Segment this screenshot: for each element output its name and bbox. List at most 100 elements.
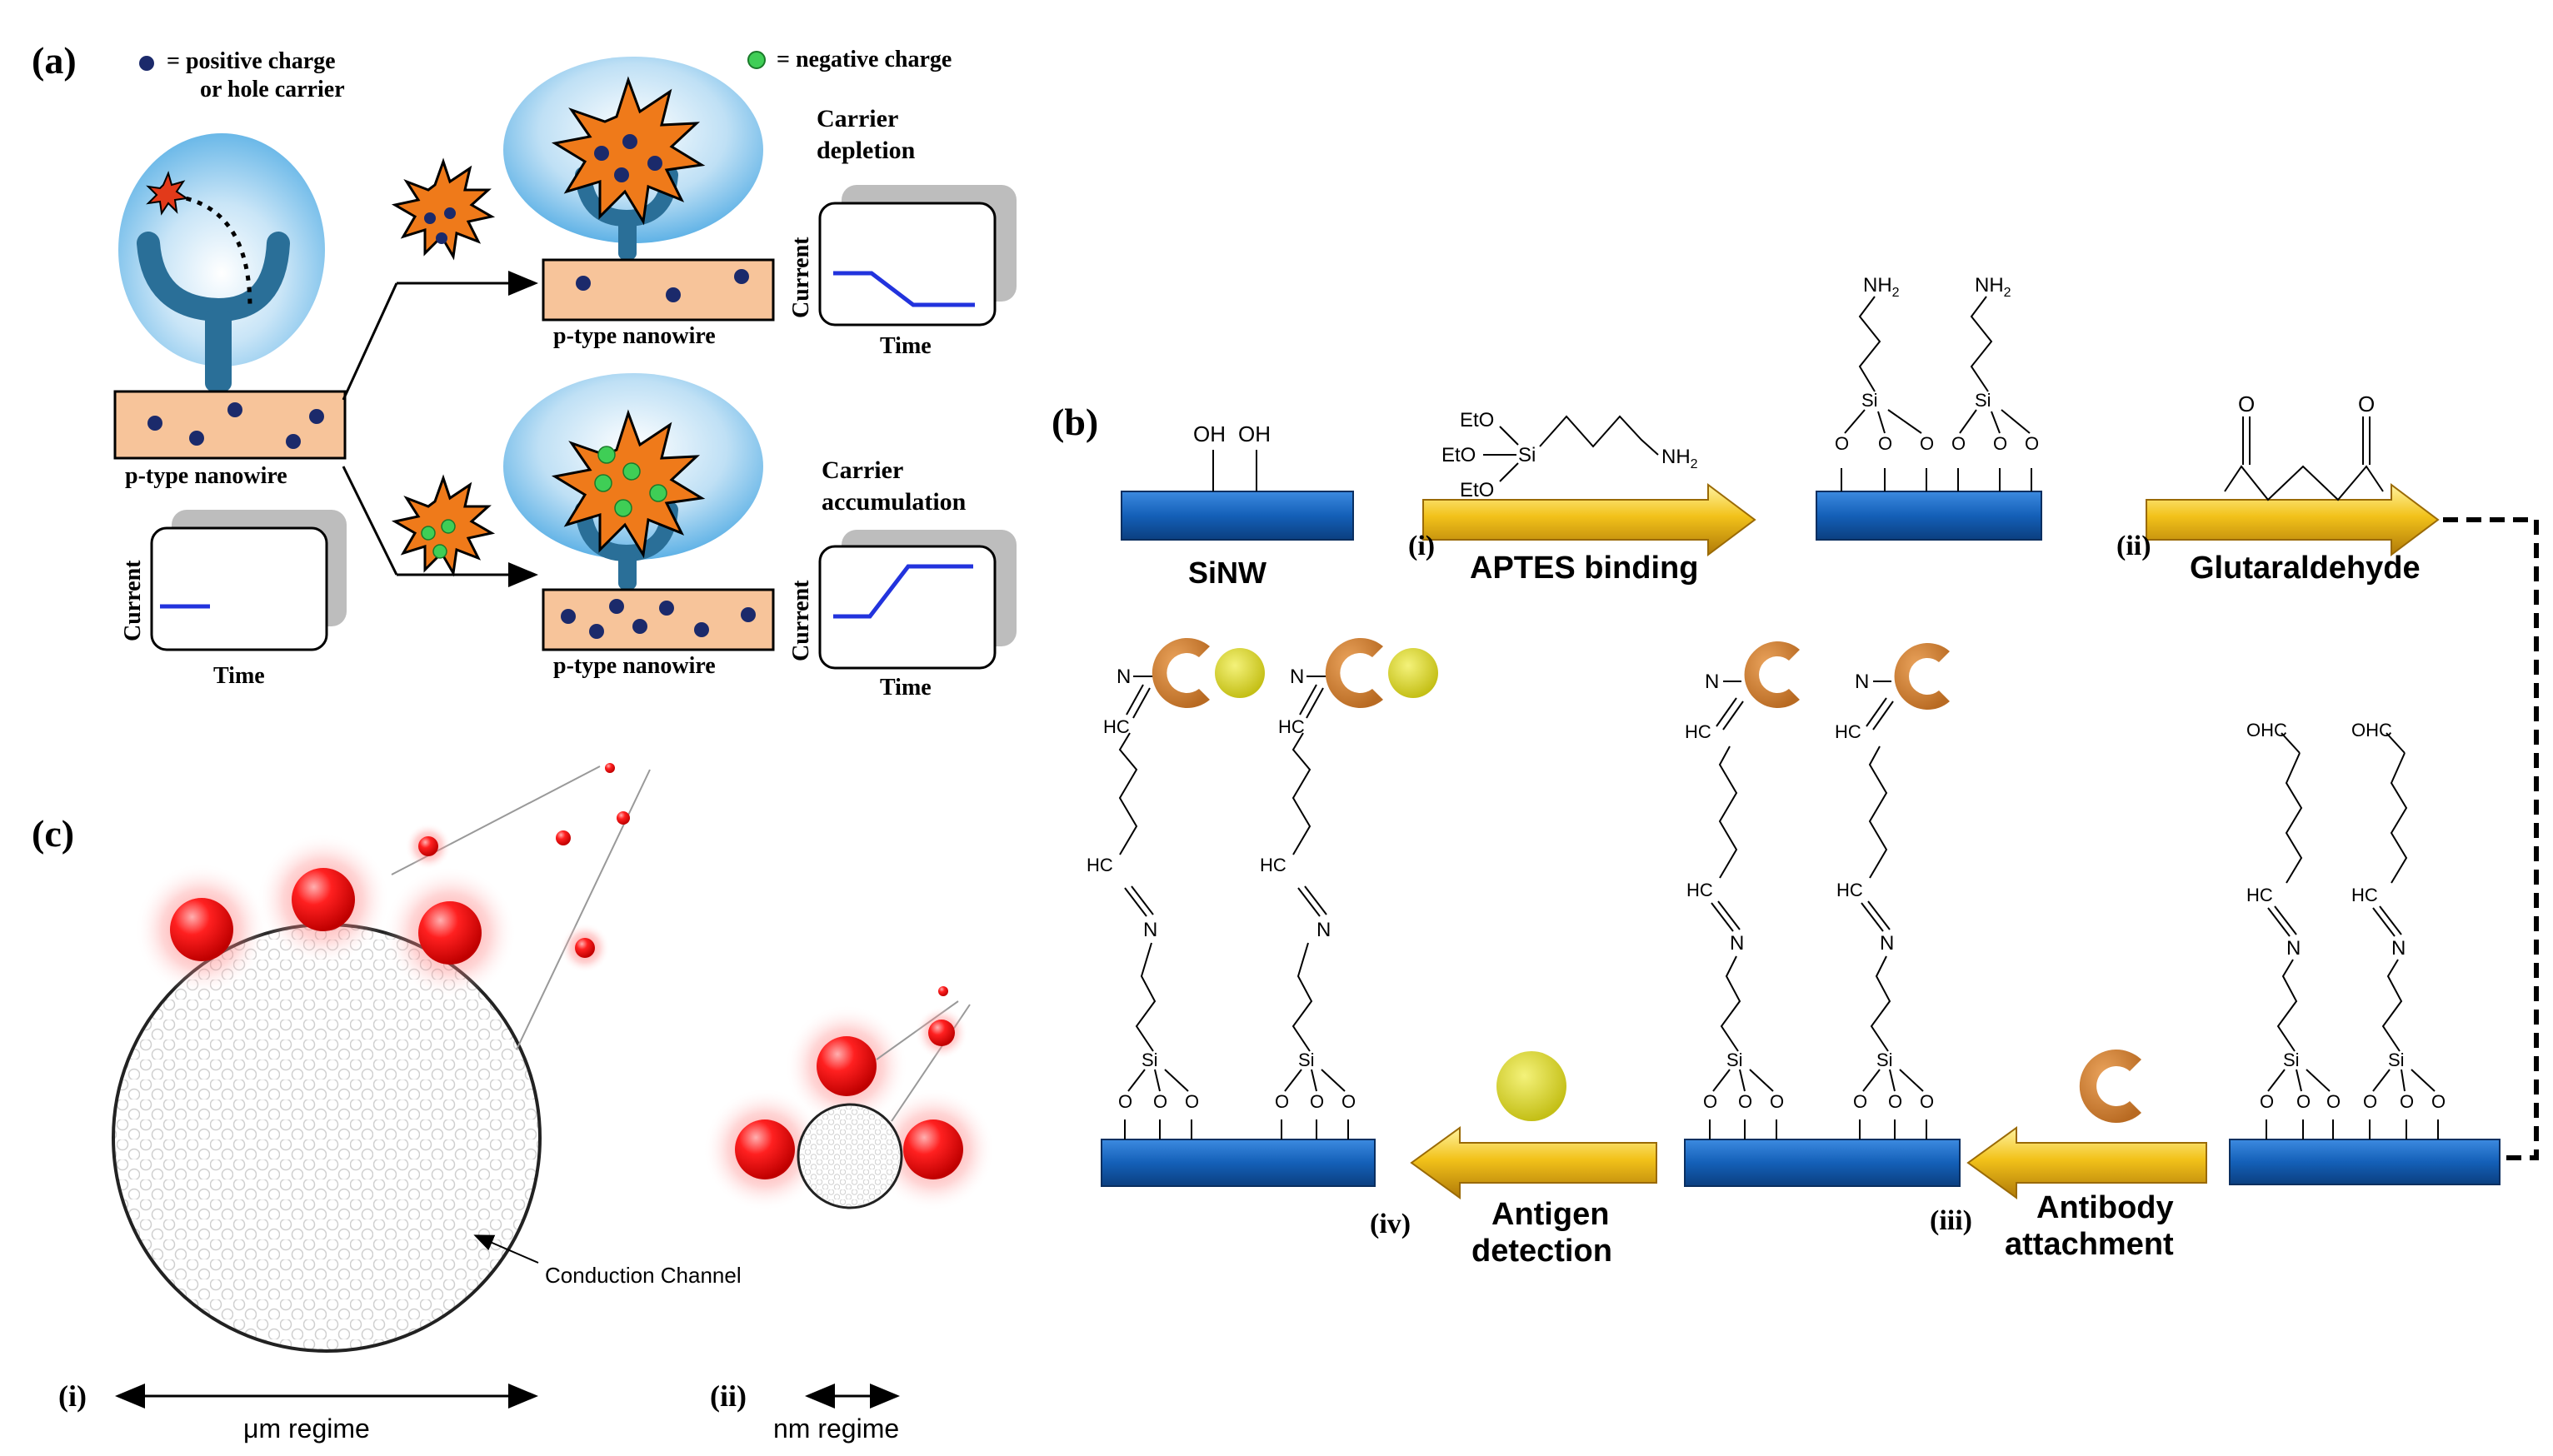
step-arrow-iv [1410,1126,1657,1199]
step-i-text: APTES binding [1470,551,1698,586]
graph-box-accumulation [818,545,997,670]
ab-linker-2: O O O Si N HC HC N [1835,643,1950,1139]
depletion-label-1: Carrier [817,105,898,132]
depletion-label-2: depletion [817,137,916,164]
svg-text:O: O [2025,433,2039,454]
aptes-linker-2: O O O Si NH2 [1951,274,2039,491]
analyte-path-dotted [162,192,252,309]
charge-ball [556,830,571,845]
svg-text:O: O [2238,391,2255,416]
svg-text:Si: Si [1975,390,1991,411]
hole-carrier [614,167,629,182]
um-regime-label: μm regime [243,1414,370,1444]
bond [1499,462,1519,482]
current-trace-accumulation [833,564,973,619]
svg-text:HC: HC [1835,721,1861,742]
svg-text:Si: Si [1726,1050,1743,1070]
svg-text:O: O [1951,433,1966,454]
negative-charge [432,544,447,559]
svg-text:O: O [2358,391,2375,416]
analyte-star-small [146,171,189,216]
svg-text:O: O [1738,1091,1752,1112]
svg-text:HC: HC [2246,885,2273,905]
charge-ball [575,938,595,958]
charge-ball [617,811,630,825]
step-label-iii: (iii) [1930,1205,1972,1236]
current-trace-depletion [833,271,975,307]
branch-arrow-bottom [342,466,398,576]
legend-negative: = negative charge [777,47,952,72]
charge-ball [418,901,482,965]
hole-carrier [694,622,709,637]
negative-charge [597,446,616,464]
bond [1499,426,1519,446]
hole-carrier [741,607,756,622]
step-iii-text-1: Antibody [2036,1190,2174,1225]
negative-charge [441,519,456,534]
svg-text:O: O [1835,433,1849,454]
ga-linker-1: O O O Si N HC OHC [2246,720,2341,1139]
step-label-ii: (ii) [2116,531,2151,561]
nanowire-bottom [542,588,775,651]
panel-c-label: (c) [32,812,74,855]
svg-text:HC: HC [2351,885,2378,905]
sinw-substrate-3 [2229,1139,2501,1185]
analyte-positive-icon [391,157,496,261]
charge-ball [928,1020,955,1046]
eto: EtO [1460,479,1494,501]
eto: EtO [1460,409,1494,431]
microwire-hex-fill [115,926,538,1349]
hole-carrier [594,146,609,161]
panel-b: (b) OH OH SiNW (i) APTES binding EtO EtO… [1052,274,2539,1269]
hole-carrier [424,212,436,224]
svg-text:OHC: OHC [2351,720,2392,740]
svg-text:O: O [1275,1091,1289,1112]
svg-text:N: N [1316,919,1331,941]
bound-analyte-top [551,76,706,226]
charge-ball [938,986,948,996]
charge-ball [605,763,615,773]
dashed-connector [2443,517,2539,1160]
sinw-label: SiNW [1188,556,1267,590]
svg-text:Si: Si [2283,1050,2300,1070]
svg-text:Si: Si [1861,390,1878,411]
hole-carrier [309,409,324,424]
svg-text:N: N [1730,932,1744,955]
svg-text:O: O [2260,1091,2274,1112]
negative-charge [614,499,632,517]
graph-box-left [150,526,328,651]
conduction-channel-pointer [473,1234,539,1264]
svg-text:O: O [1878,433,1892,454]
accumulation-label-2: accumulation [822,488,967,516]
hole-carrier [647,156,662,171]
svg-text:O: O [1920,1091,1934,1112]
svg-text:N: N [1880,932,1894,955]
negative-charge-legend-dot [747,51,766,69]
svg-text:Si: Si [1876,1050,1893,1070]
sinw-substrate-1 [1121,491,1354,541]
sub-label-ii: (ii) [710,1379,747,1413]
negative-charge [649,484,667,502]
charge-ball [903,1119,963,1179]
hole-carrier [666,287,681,302]
step-label-iv: (iv) [1370,1209,1411,1239]
bound-analyte-bottom [551,409,706,559]
step-iv-text-1: Antigen [1491,1197,1609,1232]
svg-text:O: O [2326,1091,2341,1112]
ag-linker-2: O O O Si N HC HC N [1260,637,1438,1139]
nanowire-outline [797,1103,903,1209]
negative-charge [594,474,612,492]
svg-text:Si: Si [2388,1050,2405,1070]
nm-regime-label: nm regime [773,1414,899,1444]
step-iii-text-2: attachment [2005,1227,2174,1262]
hole-carrier [576,276,591,291]
hole-carrier [227,402,242,417]
svg-text:N: N [1143,919,1157,941]
eto: EtO [1441,444,1476,466]
nh2-group: NH2 [1661,446,1698,471]
current-axis-top: Current [788,237,814,318]
hole-carrier [444,207,456,219]
svg-text:HC: HC [1260,855,1286,875]
graph-box-depletion [818,202,997,327]
sub-label-i: (i) [58,1379,87,1413]
